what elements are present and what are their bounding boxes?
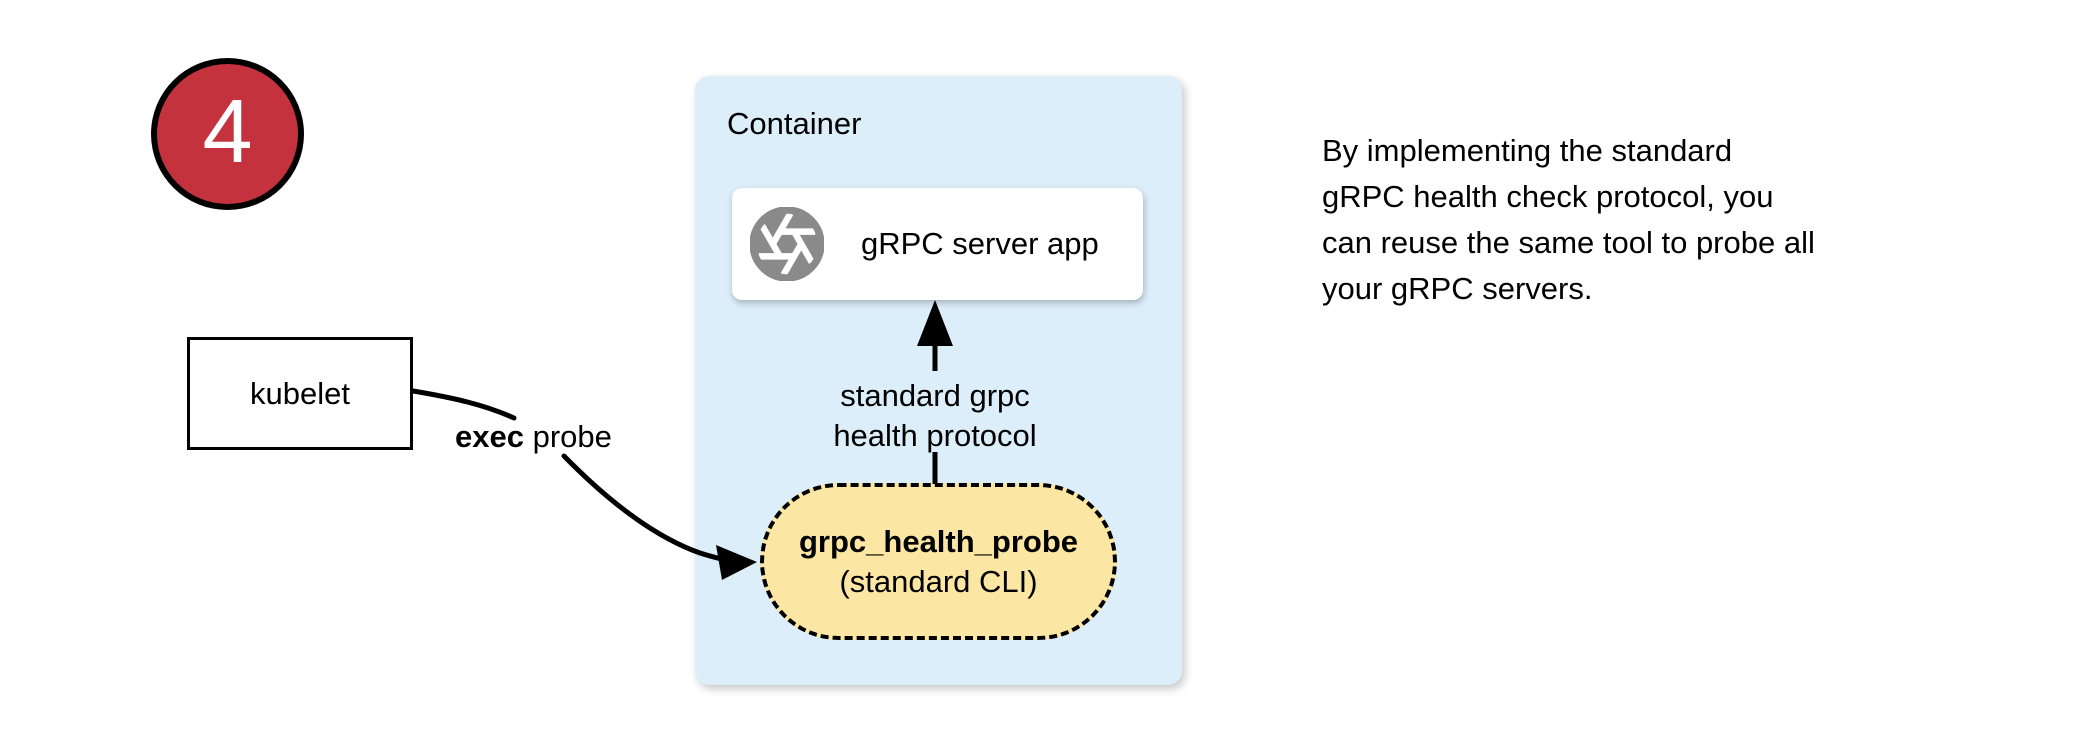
grpc-server-label: gRPC server app bbox=[861, 226, 1099, 261]
step-badge: 4 bbox=[151, 58, 304, 210]
grpc-server-box: gRPC server app bbox=[732, 188, 1143, 300]
exec-probe-label-bold: exec bbox=[455, 419, 524, 454]
grpc-health-probe-box: grpc_health_probe (standard CLI) bbox=[760, 483, 1117, 640]
step-number: 4 bbox=[202, 82, 253, 182]
health-protocol-label-line1: standard grpc bbox=[840, 378, 1030, 413]
kubelet-label: kubelet bbox=[250, 375, 350, 411]
container-title: Container bbox=[727, 106, 862, 141]
probe-box-title: grpc_health_probe bbox=[798, 523, 1079, 559]
exec-probe-edge-label: exec probe bbox=[455, 419, 612, 455]
kubelet-box: kubelet bbox=[187, 337, 413, 450]
aperture-icon bbox=[749, 206, 825, 282]
probe-box-subtitle: (standard CLI) bbox=[839, 563, 1038, 599]
annotation-text: By implementing the standard gRPC health… bbox=[1322, 133, 1815, 306]
health-protocol-edge-label: standard grpc health protocol bbox=[785, 376, 1085, 456]
health-protocol-label-line2: health protocol bbox=[833, 418, 1037, 453]
exec-probe-label-rest: probe bbox=[523, 419, 612, 454]
exec-probe-arrow bbox=[410, 388, 741, 565]
